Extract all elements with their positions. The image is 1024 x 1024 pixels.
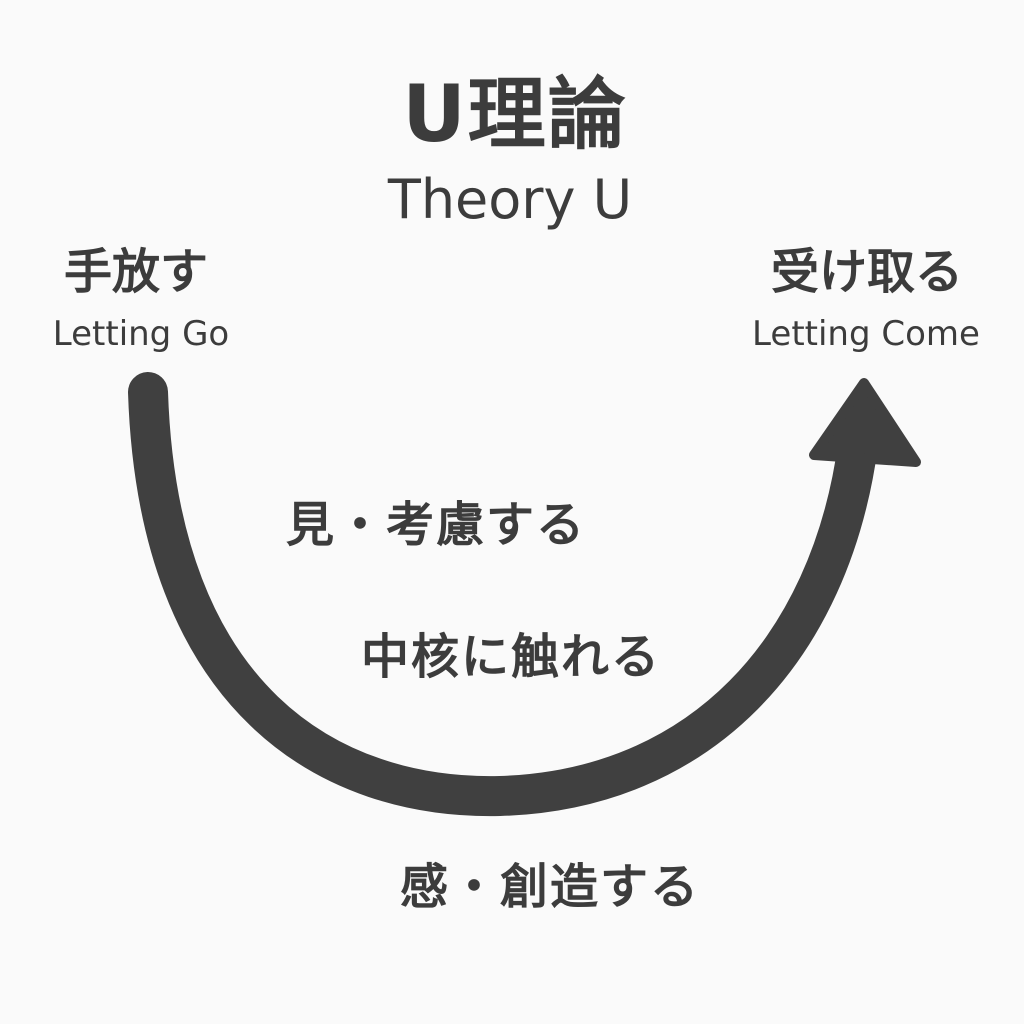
- arrowhead-icon: [809, 378, 921, 467]
- diagram-subtitle: Theory U: [387, 168, 633, 231]
- stage-creating: 感・創造する: [399, 859, 701, 915]
- letting-go-en: Letting Go: [52, 314, 230, 354]
- letting-come-jp: 受け取る: [770, 244, 964, 300]
- letting-come-en: Letting Come: [752, 314, 980, 354]
- stage-presencing: 中核に触れる: [360, 629, 662, 685]
- u-curve: [128, 372, 878, 817]
- stage-seeing: 見・考慮する: [285, 497, 587, 553]
- diagram-title: U理論: [402, 70, 628, 160]
- letting-go-jp: 手放す: [63, 244, 209, 300]
